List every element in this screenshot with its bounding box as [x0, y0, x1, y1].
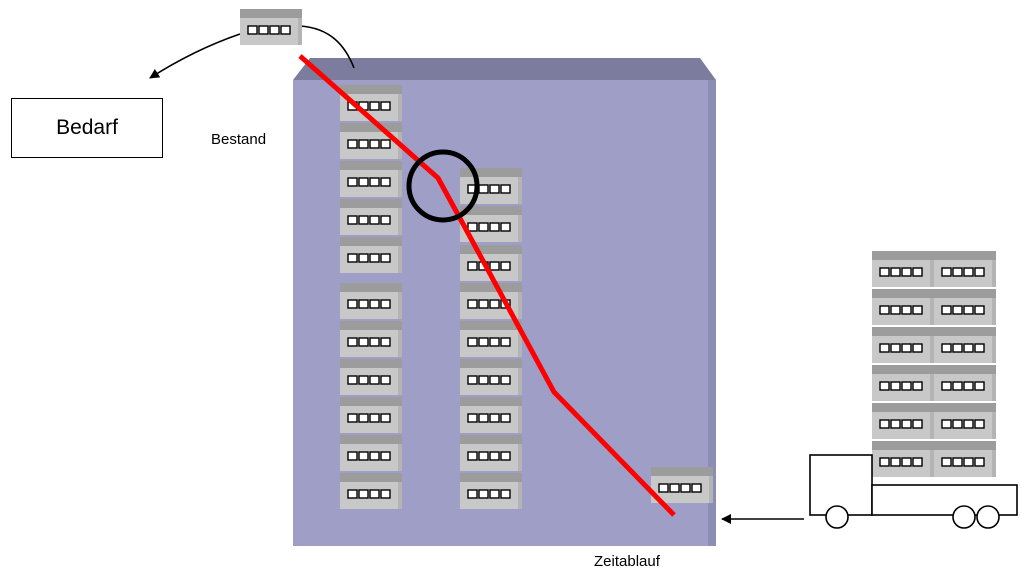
inventory-label: Bestand: [211, 131, 267, 148]
demand-label: Bedarf: [56, 116, 118, 139]
stock-stack-middle: [459, 167, 523, 510]
stock-stack-left: [339, 84, 403, 510]
connector-curve: [299, 25, 355, 69]
marker-circle: [406, 149, 480, 223]
truck-cargo: [871, 250, 997, 478]
demand-box: Bedarf: [11, 98, 163, 158]
truck-icon: [809, 454, 1018, 529]
arrow-icon: [149, 33, 241, 79]
inventory-line: [298, 54, 676, 517]
time-axis-label: Zeitablauf: [594, 553, 660, 570]
warehouse-roof: [293, 58, 716, 80]
stock-box-icon: [239, 8, 303, 46]
